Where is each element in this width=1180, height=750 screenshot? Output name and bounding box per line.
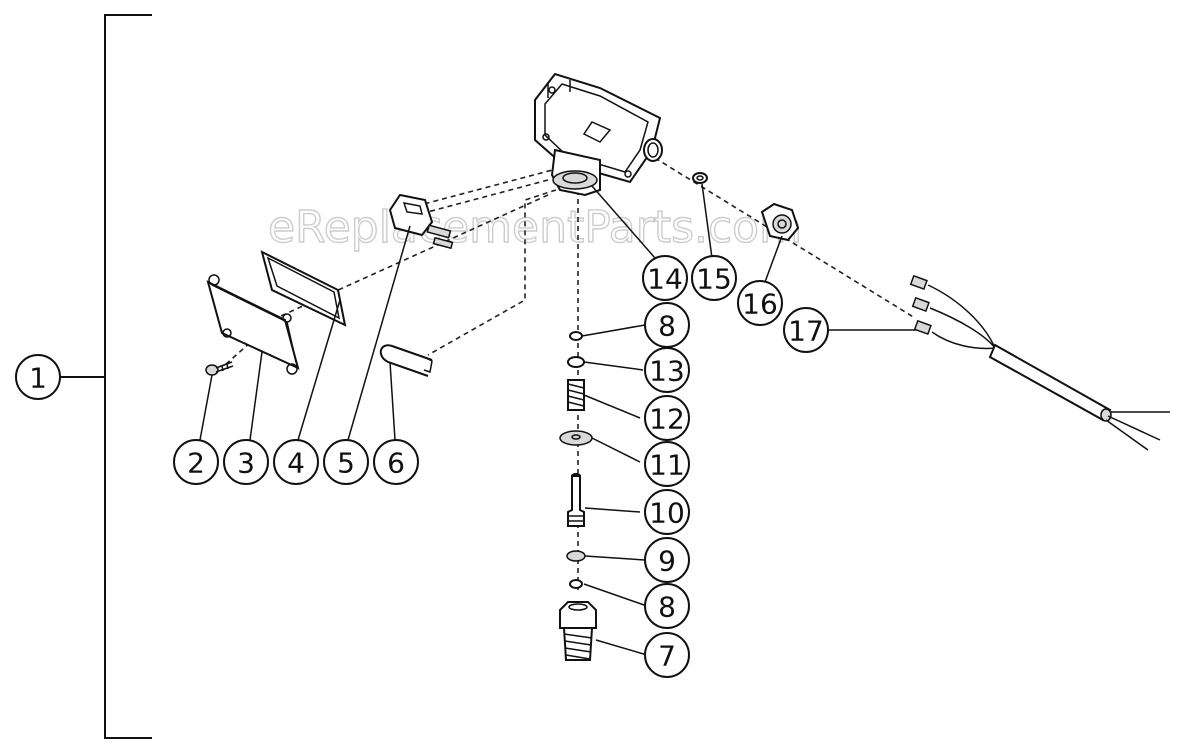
callout-label: 13 [649,355,685,388]
callout-5: 5 [323,439,369,485]
o-ring [692,172,708,184]
callout-label: 7 [658,640,676,673]
callout-label: 8 [658,310,676,343]
washer-lower [569,579,583,589]
callout-12: 12 [644,395,690,441]
e-clip [567,356,585,368]
callout-label: 10 [649,497,685,530]
piston-pin [567,473,585,527]
callout-label: 6 [387,447,405,480]
callout-9: 9 [644,537,690,583]
pressure-fitting [550,148,601,197]
callout-label: 11 [649,449,685,482]
callout-8-lower: 8 [644,583,690,629]
callout-label: 4 [287,447,305,480]
callout-8-upper: 8 [644,302,690,348]
callout-label: 12 [649,403,685,436]
callout-4: 4 [273,439,319,485]
callout-label: 16 [742,288,778,321]
callout-15: 15 [691,255,737,301]
callout-label: 15 [696,263,732,296]
disc [559,430,593,446]
callout-label: 8 [658,591,676,624]
callout-2: 2 [173,439,219,485]
threaded-fitting [559,601,597,661]
callout-label: 3 [237,447,255,480]
micro-switch [388,193,454,250]
spring [567,379,585,411]
hex-nut [760,202,800,242]
callout-14: 14 [642,255,688,301]
callout-label: 1 [29,362,47,395]
washer-upper [569,331,583,341]
wire-harness [909,274,1170,451]
callout-3: 3 [223,439,269,485]
callout-11: 11 [644,441,690,487]
callout-16: 16 [737,280,783,326]
callout-13: 13 [644,347,690,393]
callout-label: 2 [187,447,205,480]
callout-label: 9 [658,545,676,578]
callout-7: 7 [644,632,690,678]
spring-clip [379,344,433,377]
center-stack [559,331,597,661]
cover-plate [206,274,300,375]
callout-6: 6 [373,439,419,485]
assembly-bracket [60,14,152,739]
gasket [260,250,347,327]
screw [205,361,234,376]
callout-label: 14 [647,263,683,296]
watermark-text: eReplacementParts.com [268,202,802,253]
callout-10: 10 [644,489,690,535]
callout-17: 17 [783,307,829,353]
callout-1: 1 [15,354,61,400]
callout-label: 5 [337,447,355,480]
callout-label: 17 [788,315,824,348]
seal [566,550,586,562]
leader-lines [199,183,916,656]
